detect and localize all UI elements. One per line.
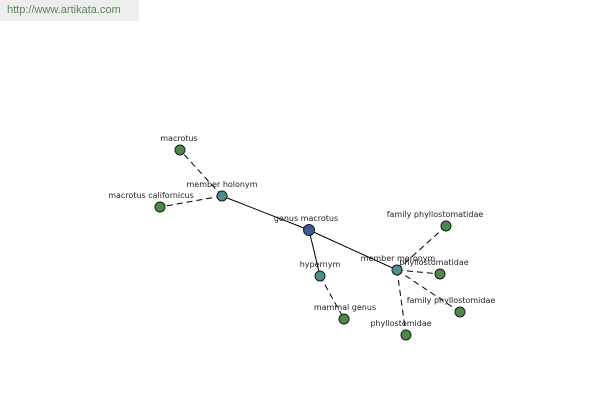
node-californicus[interactable]	[154, 201, 166, 213]
node-macrotus[interactable]	[174, 144, 186, 156]
node-label-californicus[interactable]: macrotus californicus	[108, 191, 194, 200]
edge-meronym-phyllost	[396, 269, 407, 336]
edge-meronym-phyllo	[396, 269, 441, 275]
node-fam1[interactable]	[440, 220, 452, 232]
node-label-phyllo[interactable]: phyllostomatidae	[399, 258, 468, 267]
node-phyllost[interactable]	[400, 329, 412, 341]
node-label-genus[interactable]: genus macrotus	[274, 214, 338, 223]
edge-hypernym-mammal	[319, 275, 345, 320]
edge-meronym-fam2	[396, 269, 461, 313]
node-genus[interactable]	[303, 224, 315, 236]
node-mammal[interactable]	[338, 313, 350, 325]
nodes-layer	[154, 144, 466, 341]
node-label-meronym[interactable]: member meronym	[361, 254, 436, 263]
node-label-fam1[interactable]: family phyllostomatidae	[387, 210, 484, 219]
edge-meronym-fam1	[396, 225, 447, 271]
node-holonym[interactable]	[216, 190, 228, 202]
node-label-phyllost[interactable]: phyllostomidae	[370, 319, 431, 328]
node-meronym[interactable]	[391, 264, 403, 276]
node-label-holonym[interactable]: member holonym	[186, 180, 257, 189]
node-label-hypernym[interactable]: hypernym	[300, 260, 341, 269]
watermark-url: http://www.artikata.com	[0, 0, 139, 21]
labels-layer: genus macrotus member holonym hypernym memb…	[108, 134, 495, 328]
edge-holonym-californicus	[159, 195, 223, 208]
edge-holonym-macrotus	[179, 149, 223, 197]
node-label-mammal[interactable]: mammal genus	[314, 303, 376, 312]
edges-layer	[159, 149, 461, 336]
node-hypernym[interactable]	[314, 270, 326, 282]
edge-genus-hypernym	[308, 229, 321, 277]
edge-genus-holonym	[221, 195, 310, 231]
node-label-fam2[interactable]: family phyllostomidae	[407, 296, 496, 305]
node-phyllo[interactable]	[434, 268, 446, 280]
edge-genus-meronym	[308, 229, 398, 271]
node-label-macrotus[interactable]: macrotus	[160, 134, 197, 143]
node-fam2[interactable]	[454, 306, 466, 318]
